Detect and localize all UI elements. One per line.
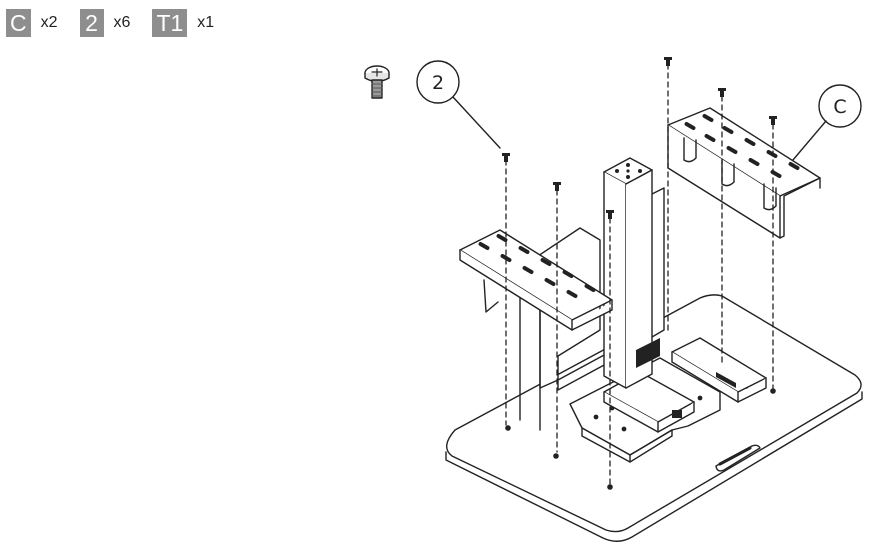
bracket-left xyxy=(459,229,613,331)
control-box-rear xyxy=(671,337,767,403)
part-t1: T1 x1 xyxy=(152,9,214,37)
bracket-right xyxy=(667,107,821,239)
callout-label: 2 xyxy=(432,72,444,94)
callout-bracket: C xyxy=(786,84,862,168)
lift-column xyxy=(603,157,660,389)
screw-markers xyxy=(502,57,777,219)
part-label-badge: C xyxy=(6,9,31,37)
screw-insertion-lines xyxy=(505,63,774,485)
part-quantity: x1 xyxy=(197,14,215,31)
part-quantity: x2 xyxy=(40,14,58,31)
part-c: C x2 xyxy=(6,9,58,37)
callout-label: C xyxy=(833,96,846,118)
callout-screw: 2 xyxy=(416,60,501,149)
part-quantity: x6 xyxy=(113,14,131,31)
screw-icon xyxy=(364,65,390,99)
part-2: 2 x6 xyxy=(79,9,131,37)
part-label-badge: T1 xyxy=(152,9,188,37)
part-label-badge: 2 xyxy=(79,9,104,37)
parts-list: C x2 2 x6 T1 x1 xyxy=(6,8,236,38)
